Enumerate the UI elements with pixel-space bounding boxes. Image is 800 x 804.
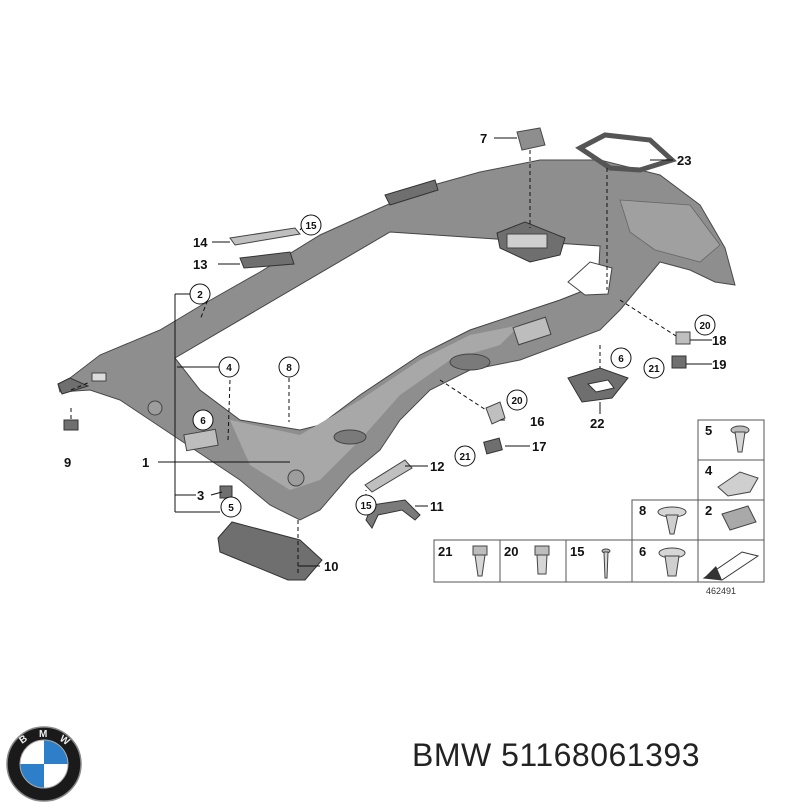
left-flap: [57, 377, 90, 395]
circled-callout-15-handle: 15: [360, 501, 372, 512]
brand-name: BMW: [412, 737, 492, 773]
callout-1: 1: [142, 455, 149, 470]
table-label-15: 15: [570, 544, 584, 559]
callout-labels: 7 23 14 13 1 3 9 10 11 12 16 17 18 19 22: [64, 131, 726, 574]
handle-recess-center: [333, 429, 367, 445]
circled-callout-21-mid: 21: [459, 452, 471, 463]
callout-3: 3: [197, 488, 204, 503]
part-13-handle: [239, 251, 295, 269]
table-label-4: 4: [705, 463, 713, 478]
callout-22: 22: [590, 416, 604, 431]
brand-part-number: BMW 51168061393: [412, 737, 700, 774]
callout-10: 10: [324, 559, 338, 574]
part-22-hole: [586, 379, 615, 393]
circled-callout-6-cover: 6: [618, 354, 624, 365]
table-label-2: 2: [705, 503, 712, 518]
part-10-sun-visor: [217, 521, 323, 581]
rear-cutout: [567, 261, 613, 296]
circled-callout-2: 2: [197, 290, 203, 301]
circled-callout-5: 5: [228, 503, 234, 514]
fastener-4-clip-icon: [717, 471, 759, 497]
callout-19: 19: [712, 357, 726, 372]
callout-16: 16: [530, 414, 544, 429]
callout-17: 17: [532, 439, 546, 454]
table-label-8: 8: [639, 503, 646, 518]
fastener-6-push-rivet-icon: [658, 547, 686, 577]
table-label-5: 5: [705, 423, 712, 438]
part-14-rail: [229, 227, 301, 246]
headliner-rear-panel: [619, 199, 721, 263]
circled-callout-15-top: 15: [305, 221, 317, 232]
callout-14: 14: [193, 235, 208, 250]
fastener-15-pin-icon: [601, 548, 611, 579]
circled-callout-20-mid: 20: [511, 396, 523, 407]
part-17-clip: [483, 437, 503, 455]
bmw-logo-icon: B M W: [6, 726, 82, 802]
callout-18: 18: [712, 333, 726, 348]
part-number: 51168061393: [501, 737, 700, 773]
front-light-unit: [183, 428, 219, 452]
front-left-bracket: [91, 372, 107, 382]
circled-callout-4: 4: [226, 363, 232, 374]
fastener-2-clip-icon: [721, 505, 757, 531]
part-12-bracket: [364, 459, 413, 493]
fastener-table: 5 4 2 8 21 20 15 6: [433, 419, 765, 583]
sunroof-opening: [174, 231, 601, 431]
circled-callout-21-rear: 21: [648, 364, 660, 375]
circled-callout-6-body: 6: [200, 416, 206, 427]
left-clip-seat: [147, 400, 163, 416]
diagram-number: 462491: [706, 586, 736, 596]
circled-callout-20-rear: 20: [699, 321, 711, 332]
table-label-20: 20: [504, 544, 518, 559]
headliner-shading: [230, 325, 520, 490]
rear-light-unit: [512, 316, 552, 346]
circled-callouts: 2 4 8 6 5 15 15 20 21 20 21 6: [189, 214, 716, 518]
logo-letter-m: M: [39, 729, 47, 740]
circled-callout-8: 8: [286, 363, 292, 374]
callout-13: 13: [193, 257, 207, 272]
fastener-8-push-rivet-icon: [657, 506, 687, 535]
part-7-cap: [516, 127, 546, 151]
foam-pad-icon: [702, 551, 760, 581]
front-flap: [384, 179, 439, 206]
fastener-5-screw-icon: [730, 425, 750, 453]
table-label-6: 6: [639, 544, 646, 559]
headliner-illustration: [57, 159, 736, 521]
callout-9: 9: [64, 455, 71, 470]
part-11-grab-handle: [365, 499, 421, 529]
leader-lines: [70, 137, 712, 575]
fastener-20-screw-icon: [534, 545, 550, 575]
part-18-clip: [675, 331, 691, 345]
part-9-clip: [63, 419, 79, 431]
part-19-clip: [671, 355, 687, 369]
table-label-21: 21: [438, 544, 452, 559]
callout-12: 12: [430, 459, 444, 474]
part-16-clip: [485, 401, 506, 425]
callout-11: 11: [430, 499, 444, 514]
callout-7: 7: [480, 131, 487, 146]
fastener-21-screw-icon: [472, 545, 488, 577]
console-lens: [506, 233, 548, 249]
center-clip-seat: [287, 469, 305, 487]
callout-23: 23: [677, 153, 691, 168]
handle-recess-right: [449, 353, 491, 371]
